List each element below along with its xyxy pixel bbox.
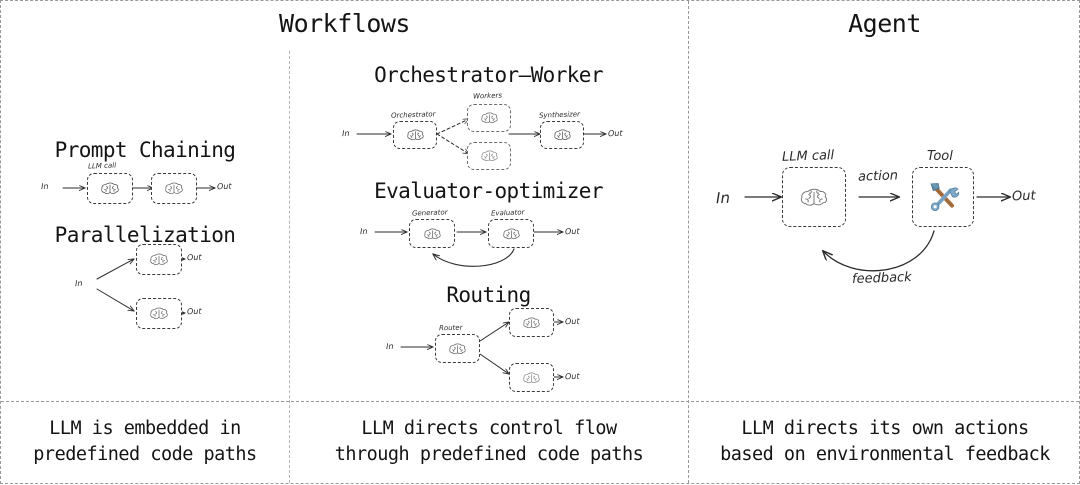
router-node[interactable] (435, 334, 480, 363)
brain-icon (480, 150, 498, 162)
brain-icon (449, 342, 466, 354)
agent-out-label: Out (1011, 188, 1036, 205)
brain-icon (523, 316, 540, 328)
evaluator-optimizer-in-label: In (359, 226, 368, 237)
generator-label: Generator (411, 208, 448, 218)
divider-workflows-inner (289, 51, 290, 483)
orchestrator-worker-out-label: Out (607, 128, 623, 139)
parallelization-out-bottom-label: Out (186, 306, 202, 317)
brain-icon (101, 182, 119, 194)
worker-node-bottom[interactable] (467, 142, 511, 170)
brain-icon (480, 112, 498, 124)
workers-label: Workers (472, 91, 503, 101)
evaluator-label: Evaluator (490, 208, 525, 218)
section-title-orchestrator-worker: Orchestrator–Worker (374, 63, 603, 87)
agent-action-label: action (857, 168, 899, 185)
header-workflows: Workflows (279, 9, 410, 38)
agent-feedback-label: feedback (851, 269, 912, 288)
header-agent: Agent (848, 9, 921, 38)
agent-llm-call-label: LLM call (781, 148, 835, 165)
brain-icon (150, 307, 168, 319)
generator-node[interactable] (409, 219, 455, 248)
routing-node-bottom[interactable] (509, 363, 554, 392)
evaluator-node[interactable] (488, 219, 534, 248)
orchestrator-node[interactable] (393, 121, 437, 149)
parallelization-in-label: In (74, 278, 83, 289)
brain-icon (523, 371, 540, 383)
brain-icon (553, 129, 571, 141)
routing-out-bottom-label: Out (564, 371, 580, 382)
brain-icon (423, 227, 441, 239)
routing-out-top-label: Out (564, 316, 580, 327)
brain-icon (150, 253, 168, 265)
routing-node-top[interactable] (509, 308, 554, 337)
prompt-chaining-node-1[interactable] (87, 173, 133, 204)
synthesizer-label: Synthesizer (538, 110, 581, 120)
section-title-prompt-chaining: Prompt Chaining (54, 138, 236, 162)
section-title-evaluator-optimizer: Evaluator-optimizer (374, 179, 603, 203)
brain-icon (502, 227, 520, 239)
orchestrator-label: Orchestrator (390, 110, 436, 120)
synthesizer-node[interactable] (540, 121, 584, 149)
prompt-chaining-out-label: Out (216, 181, 232, 192)
orchestrator-worker-in-label: In (341, 128, 350, 139)
agent-in-label: In (715, 188, 731, 208)
hammer-wrench-icon (930, 182, 960, 212)
agent-llm-call-node[interactable] (782, 167, 846, 227)
evaluator-optimizer-out-label: Out (564, 226, 580, 237)
section-title-routing: Routing (446, 283, 531, 307)
brain-icon (406, 129, 424, 141)
prompt-chaining-in-label: In (40, 181, 49, 192)
divider-captions (1, 401, 1079, 402)
brain-icon (800, 188, 827, 206)
parallelization-node-top[interactable] (136, 244, 182, 275)
section-title-parallelization: Parallelization (54, 223, 236, 247)
parallelization-out-top-label: Out (186, 252, 202, 263)
brain-icon (165, 182, 183, 194)
agent-tool-label: Tool (927, 149, 953, 164)
agent-tool-node[interactable] (912, 167, 974, 227)
prompt-chaining-node-2[interactable] (151, 173, 197, 204)
router-label: Router (438, 323, 463, 333)
prompt-chaining-llm-call-label: LLM call (87, 161, 117, 171)
routing-in-label: In (385, 341, 394, 352)
parallelization-node-bottom[interactable] (136, 298, 182, 329)
worker-node-top[interactable] (467, 104, 511, 132)
divider-workflows-agent (688, 1, 689, 483)
